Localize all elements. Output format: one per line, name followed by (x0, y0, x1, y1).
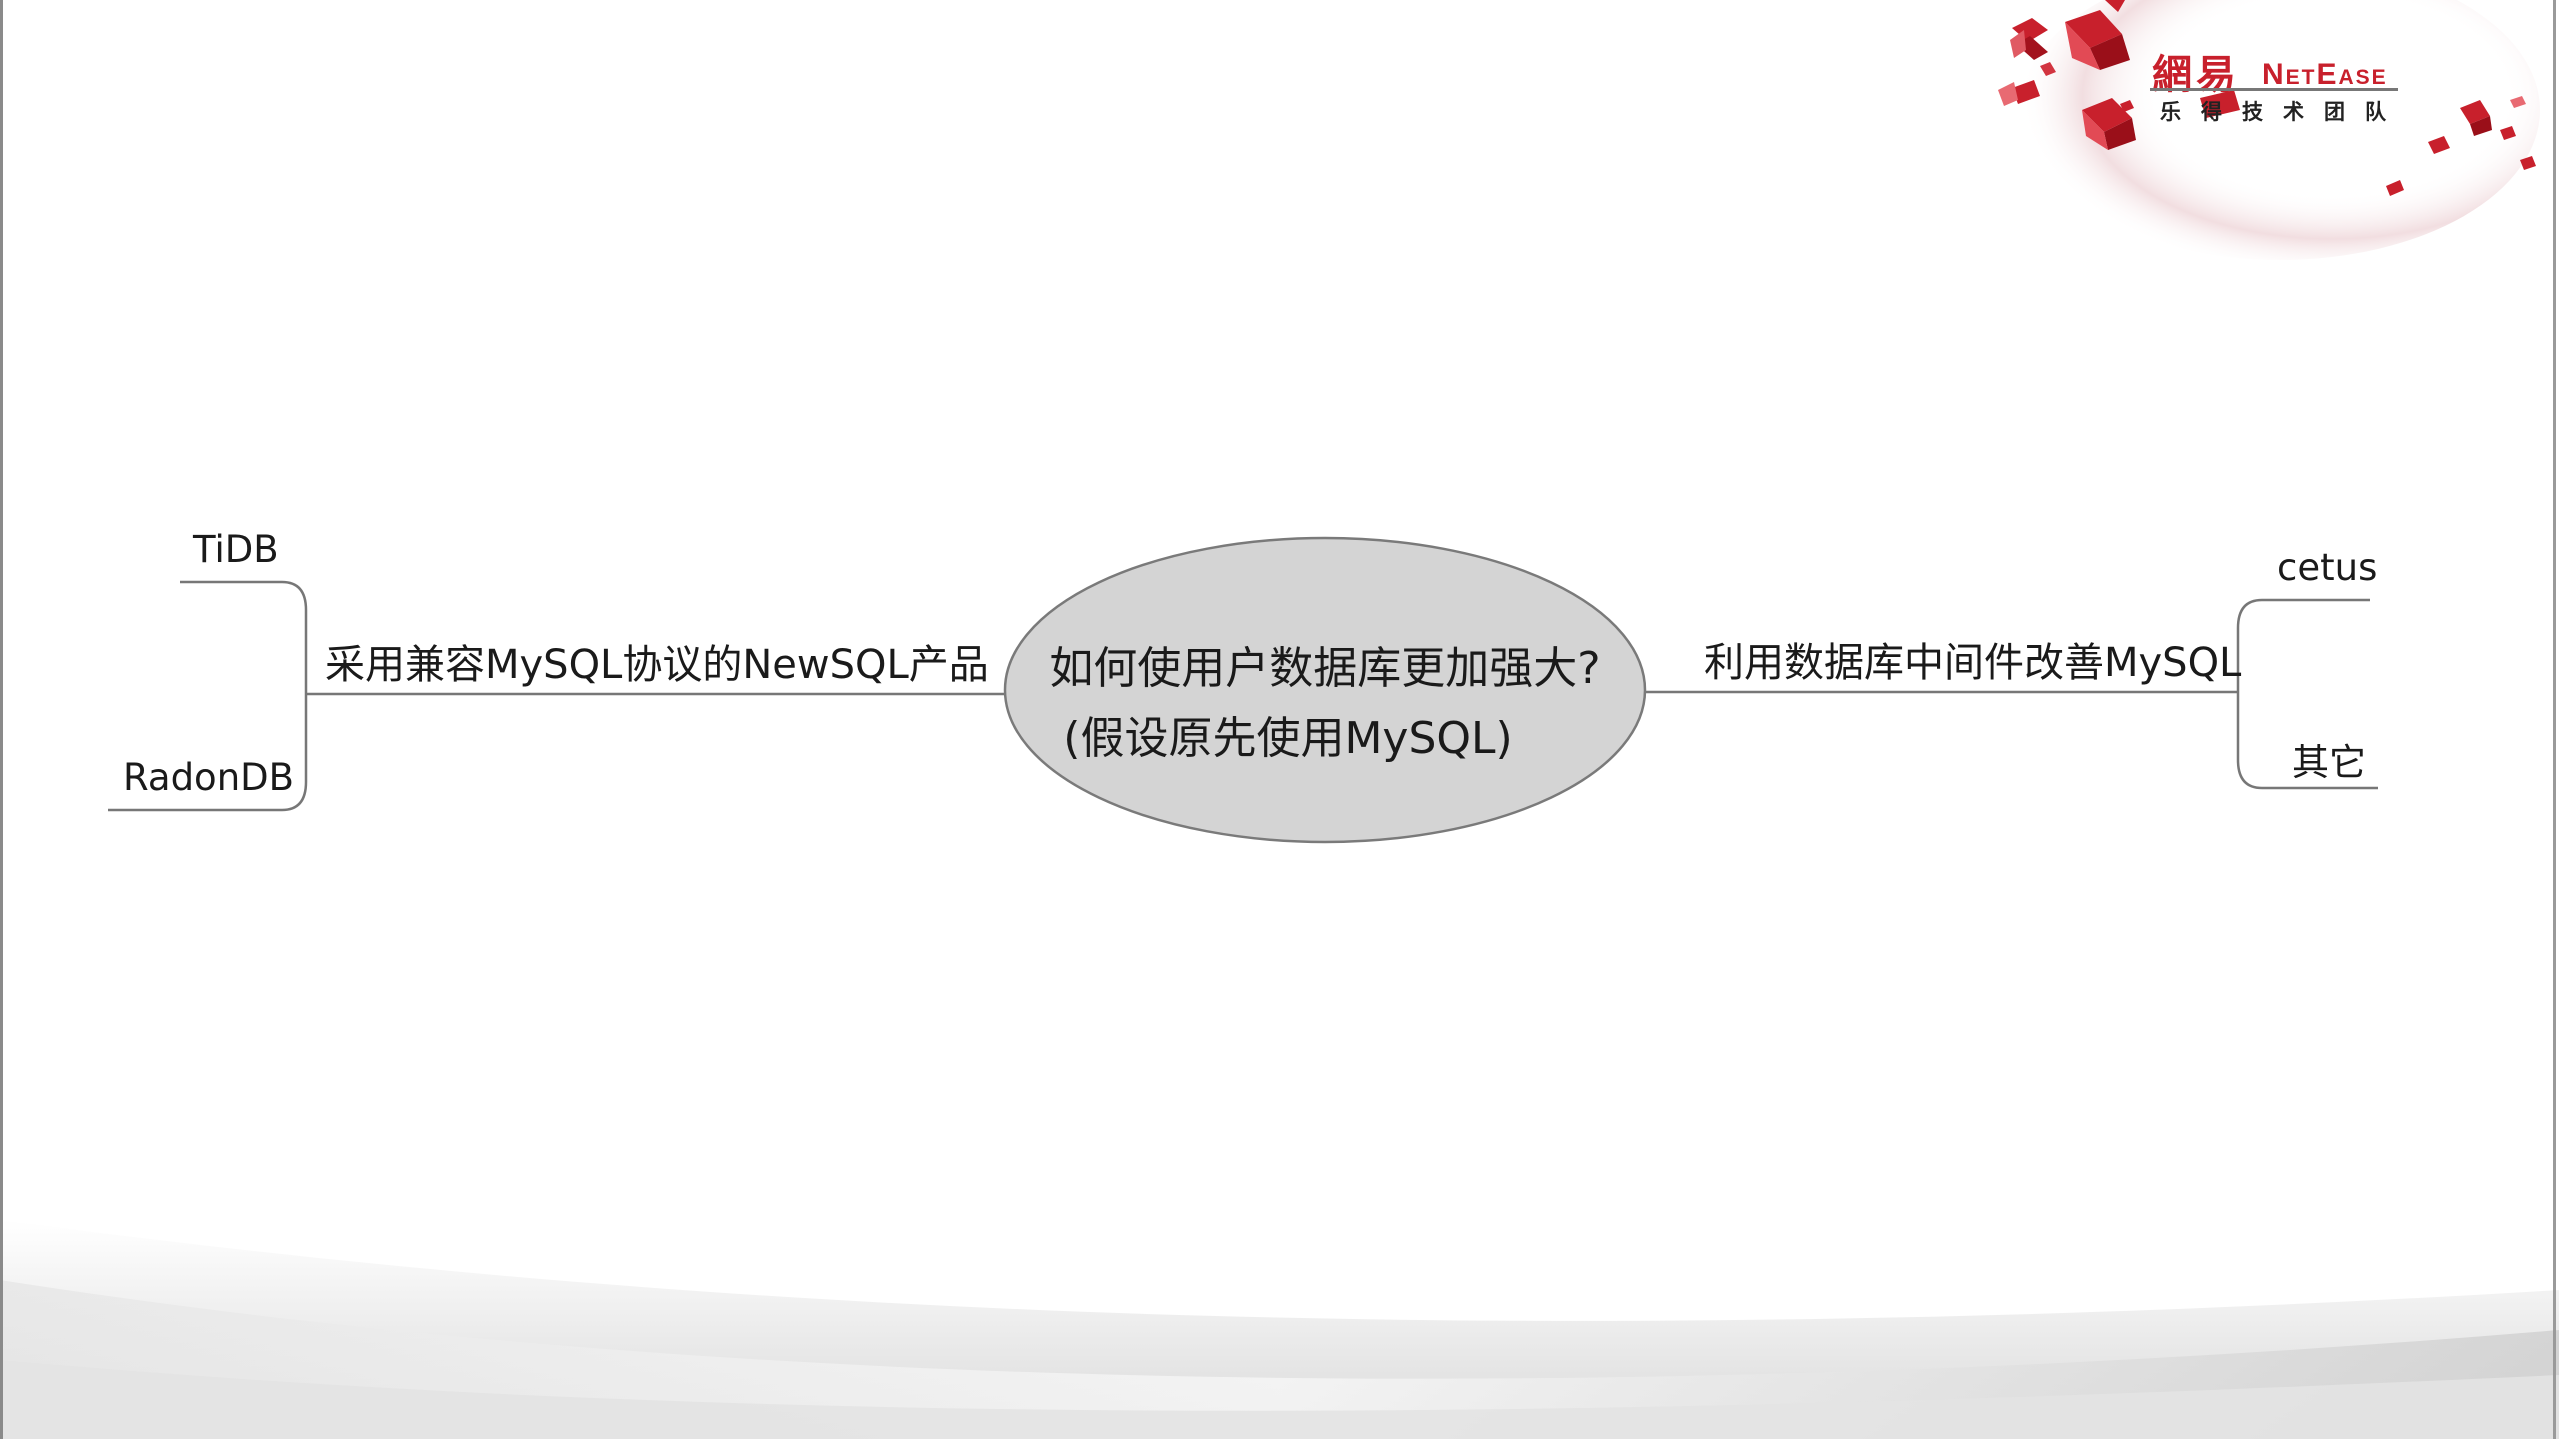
slide-frame-left (0, 0, 3, 1439)
left-child-connector-tidb (180, 580, 308, 694)
right-branch-label: 利用数据库中间件改善MySQL (1704, 640, 2242, 686)
leaf-radondb: RadonDB (123, 756, 295, 799)
right-child-connector-cetus (2236, 598, 2370, 692)
logo-cubes (1998, 0, 2536, 196)
brand-team-name: 乐得技术团队 (2160, 100, 2406, 124)
leaf-other: 其它 (2292, 741, 2366, 784)
center-node (1003, 536, 1647, 844)
brand-underline (2150, 88, 2398, 91)
left-child-connector-radondb (108, 694, 308, 812)
center-node-subtitle: (假设原先使用MySQL) (1063, 713, 1513, 764)
leaf-tidb: TiDB (193, 528, 279, 571)
right-child-connector-other (2236, 692, 2378, 790)
leaf-cetus: cetus (2277, 546, 2378, 589)
brand-english-name: NetEase (2262, 58, 2388, 91)
center-node-title: 如何使用户数据库更加强大? (1049, 643, 1601, 694)
left-branch-label: 采用兼容MySQL协议的NewSQL产品 (325, 642, 989, 688)
background-swoosh (0, 1220, 2559, 1439)
netease-logo (1998, 0, 2540, 260)
slide-frame-right (2553, 0, 2556, 1439)
